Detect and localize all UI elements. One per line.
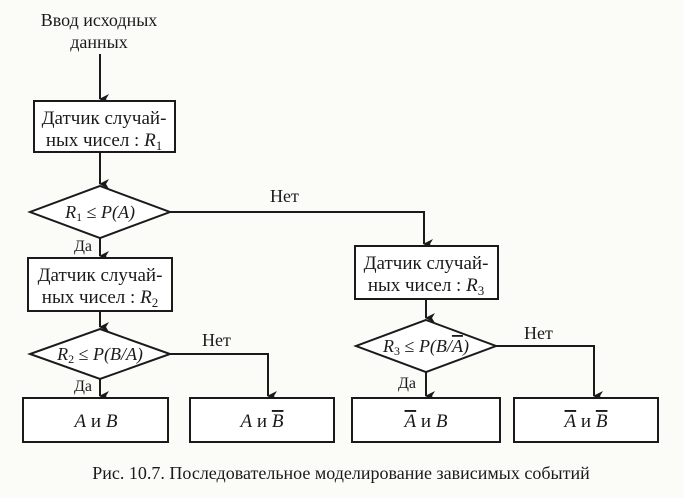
sensor3-box (354, 245, 499, 300)
sensor3-line1: Датчик случай- (364, 253, 489, 274)
cond3-text: R3 ≤ P(B/A) (382, 336, 469, 358)
outcome-3-text: A и B (403, 411, 448, 432)
cond2-text: R2 ≤ P(B/A) (56, 344, 143, 366)
figure-caption: Рис. 10.7. Последовательное моделировани… (92, 463, 590, 483)
sensor1-box (33, 100, 176, 153)
start-label-line1: Ввод исходных (41, 10, 158, 30)
cond3-no-label: Нет (524, 323, 553, 343)
cond1-text: R1 ≤ P(A) (64, 202, 135, 224)
outcome-box-1 (22, 397, 169, 443)
outcome-4-text: A и B (563, 411, 608, 432)
cond1-yes-label: Да (74, 238, 92, 255)
arrow-cond2-no (170, 353, 277, 401)
sensor1-line2: ных чисел : R1 (46, 130, 162, 153)
sensor2-box (27, 257, 173, 312)
outcome-1-text: A и B (73, 411, 118, 432)
sensor3-line2: ных чисел : R3 (368, 275, 484, 298)
sensor2-line1: Датчик случай- (38, 265, 163, 286)
sensor1-line1: Датчик случай- (42, 108, 167, 129)
outcome-box-4 (513, 397, 659, 443)
outcome-2-text: A и B (239, 411, 284, 432)
sensor2-line2: ных чисел : R2 (42, 287, 158, 310)
cond2-yes-label: Да (74, 378, 92, 395)
outcome-box-3 (351, 397, 501, 443)
cond1-no-label: Нет (270, 186, 299, 206)
cond3-yes-label: Да (398, 375, 416, 392)
start-label-line2: данных (70, 32, 128, 52)
outcome-box-2 (189, 397, 335, 443)
arrow-cond3-no (496, 345, 603, 401)
arrow-cond1-no (170, 211, 433, 249)
cond2-no-label: Нет (202, 330, 231, 350)
